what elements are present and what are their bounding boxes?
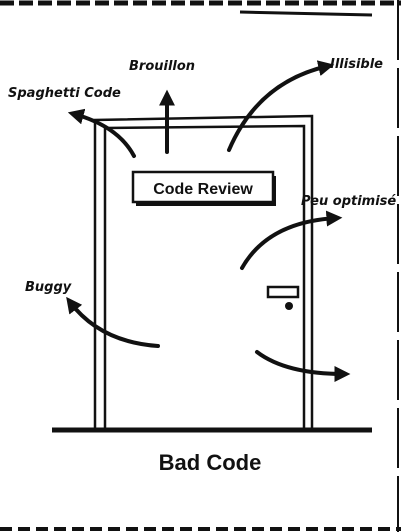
arrow-illisible (227, 60, 335, 152)
arrows (66, 60, 351, 382)
label-peu-optimise: Peu optimisé (301, 194, 396, 209)
caption-bad-code: Bad Code (159, 450, 262, 475)
sign-text: Code Review (153, 181, 253, 198)
label-spaghetti-code: Spaghetti Code (8, 86, 121, 101)
arrow-buggy (66, 296, 160, 348)
label-brouillon: Brouillon (129, 59, 195, 74)
label-illisible: Illisible (330, 57, 383, 72)
label-buggy: Buggy (25, 280, 72, 295)
arrow-spaghetti (67, 108, 136, 158)
arrow-peu-optimise (240, 210, 343, 270)
top-border (0, 0, 401, 17)
door-frame (93, 114, 314, 428)
door-handle (266, 285, 300, 310)
arrow-bottom-right (255, 350, 351, 382)
code-review-sign: Code Review (131, 170, 276, 206)
